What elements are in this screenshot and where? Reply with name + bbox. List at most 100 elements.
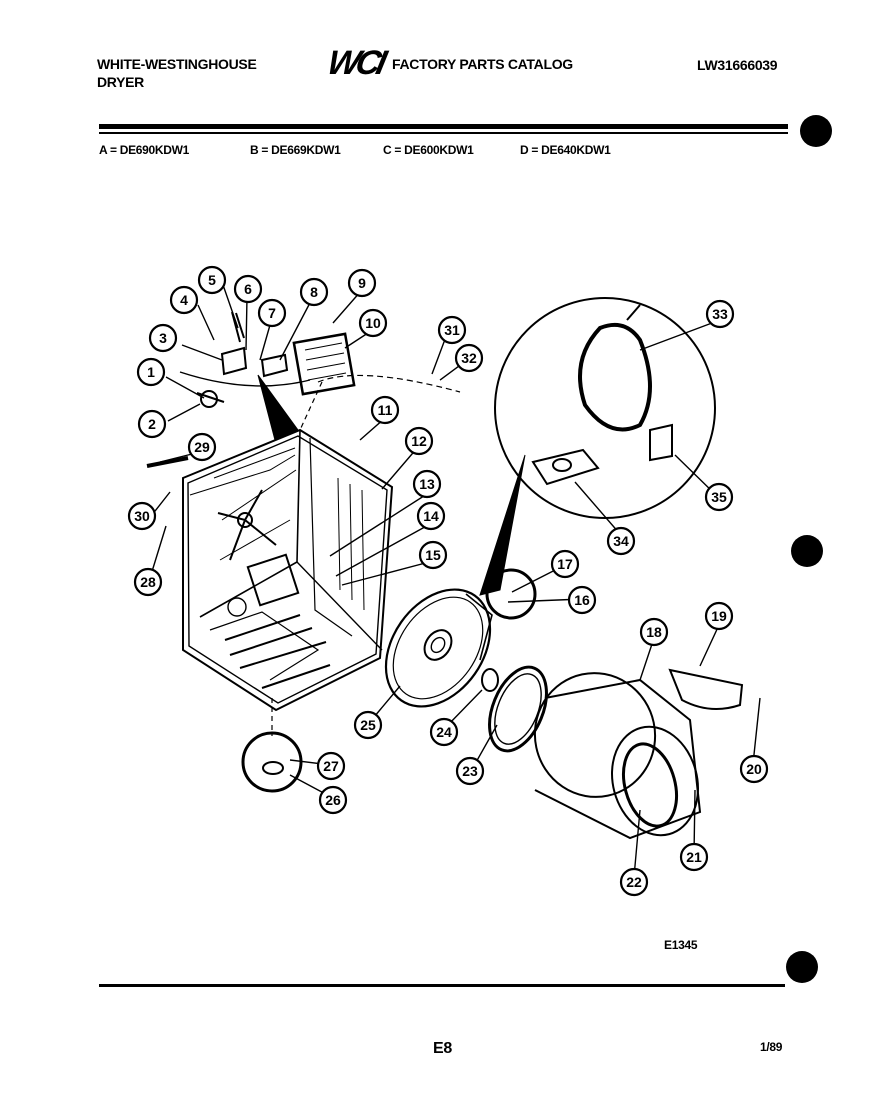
callout-number-20: 20: [746, 761, 762, 777]
callout-number-26: 26: [325, 792, 341, 808]
callout-number-19: 19: [711, 608, 727, 624]
callout-balloon-34: [606, 526, 636, 556]
callout-number-30: 30: [134, 508, 150, 524]
detail-circle-small: [485, 568, 537, 620]
motor-clip: [649, 423, 673, 462]
callout-balloon-33: [705, 299, 735, 329]
header-rule-thin: [99, 132, 788, 134]
drum-rear: [533, 672, 657, 798]
callout-balloon-30: [127, 501, 157, 531]
drum-shell: [534, 678, 702, 840]
callout-number-15: 15: [425, 547, 441, 563]
callout-balloon-17: [550, 549, 580, 579]
cabinet-vent: [246, 553, 300, 607]
callout-number-23: 23: [462, 763, 478, 779]
part-5-clip: [231, 311, 245, 343]
callout-number-33: 33: [712, 306, 728, 322]
callout-number-11: 11: [378, 402, 393, 418]
model-a: A = DE690KDW1: [99, 143, 190, 157]
callout-number-8: 8: [310, 284, 318, 300]
product-type: DRYER: [97, 74, 144, 90]
control-arc: [179, 371, 311, 387]
callout-numbers: 1234567891011121314151617181920212223242…: [127, 265, 769, 897]
callout-number-34: 34: [613, 533, 629, 549]
callout-number-21: 21: [686, 849, 702, 865]
drive-belt: [578, 323, 652, 432]
binder-hole-middle: [791, 535, 823, 567]
footer-rule: [99, 984, 785, 987]
binder-hole-bottom: [786, 951, 818, 983]
callout-balloon-35: [704, 482, 734, 512]
callout-balloon-32: [454, 343, 484, 373]
callout-number-27: 27: [323, 758, 339, 774]
part-3-switch: [220, 346, 248, 376]
callout-number-18: 18: [646, 624, 662, 640]
callout-number-29: 29: [194, 439, 210, 455]
figure-code: E1345: [664, 938, 698, 952]
brand-name: WHITE-WESTINGHOUSE: [97, 56, 257, 72]
part-7-8-terminal: [260, 353, 289, 378]
callout-balloon-13: [412, 469, 442, 499]
callout-balloon-3: [148, 323, 178, 353]
callout-number-2: 2: [148, 416, 156, 432]
rear-bracket: [217, 489, 277, 561]
model-d: D = DE640KDW1: [520, 143, 611, 157]
callout-number-12: 12: [411, 433, 427, 449]
callout-number-3: 3: [159, 330, 167, 346]
callout-number-14: 14: [423, 508, 439, 524]
callout-balloon-28: [133, 567, 163, 597]
callout-number-16: 16: [574, 592, 590, 608]
binder-hole-top: [800, 115, 832, 147]
catalog-number: LW31666039: [697, 57, 778, 73]
callout-number-28: 28: [140, 574, 156, 590]
callout-number-32: 32: [461, 350, 477, 366]
callout-balloon-24: [429, 717, 459, 747]
callout-balloon-16: [567, 585, 597, 615]
header-rule-thick: [99, 124, 788, 129]
callout-balloon-23: [455, 756, 485, 786]
model-c: C = DE600KDW1: [383, 143, 474, 157]
callout-balloon-22: [619, 867, 649, 897]
callout-balloon-14: [416, 501, 446, 531]
callout-balloon-1: [136, 357, 166, 387]
callout-number-24: 24: [436, 724, 452, 740]
callout-balloon-20: [739, 754, 769, 784]
callout-balloon-12: [404, 426, 434, 456]
model-b: B = DE669KDW1: [250, 143, 341, 157]
callout-number-9: 9: [358, 275, 366, 291]
page-number: E8: [433, 1040, 452, 1057]
front-bulkhead: [384, 588, 492, 708]
callout-balloon-25: [353, 710, 383, 740]
detail-circle-large: [494, 297, 716, 519]
callout-balloon-26: [318, 785, 348, 815]
callout-balloon-4: [169, 285, 199, 315]
callout-number-5: 5: [208, 272, 216, 288]
callout-number-25: 25: [360, 717, 376, 733]
callout-balloon-7: [257, 298, 287, 328]
callout-balloon-9: [347, 268, 377, 298]
callout-balloon-18: [639, 617, 669, 647]
callout-balloon-10: [358, 308, 388, 338]
callout-number-1: 1: [147, 364, 155, 380]
callout-balloon-11: [370, 395, 400, 425]
drum-baffle: [668, 668, 744, 710]
callout-balloon-19: [704, 601, 734, 631]
drum-seal: [488, 665, 548, 753]
callout-balloon-5: [197, 265, 227, 295]
callout-number-4: 4: [180, 292, 188, 308]
part-29-pin: [146, 456, 189, 468]
bearing: [481, 668, 499, 692]
callout-balloon-31: [437, 315, 467, 345]
callout-number-17: 17: [557, 556, 573, 572]
callout-number-22: 22: [626, 874, 642, 890]
callout-number-6: 6: [244, 281, 252, 297]
callout-number-10: 10: [365, 315, 381, 331]
callout-balloon-29: [187, 432, 217, 462]
idler-bracket: [531, 448, 600, 486]
callout-balloon-15: [418, 540, 448, 570]
callout-number-35: 35: [711, 489, 727, 505]
drum-front: [611, 725, 699, 837]
callout-balloon-2: [137, 409, 167, 439]
